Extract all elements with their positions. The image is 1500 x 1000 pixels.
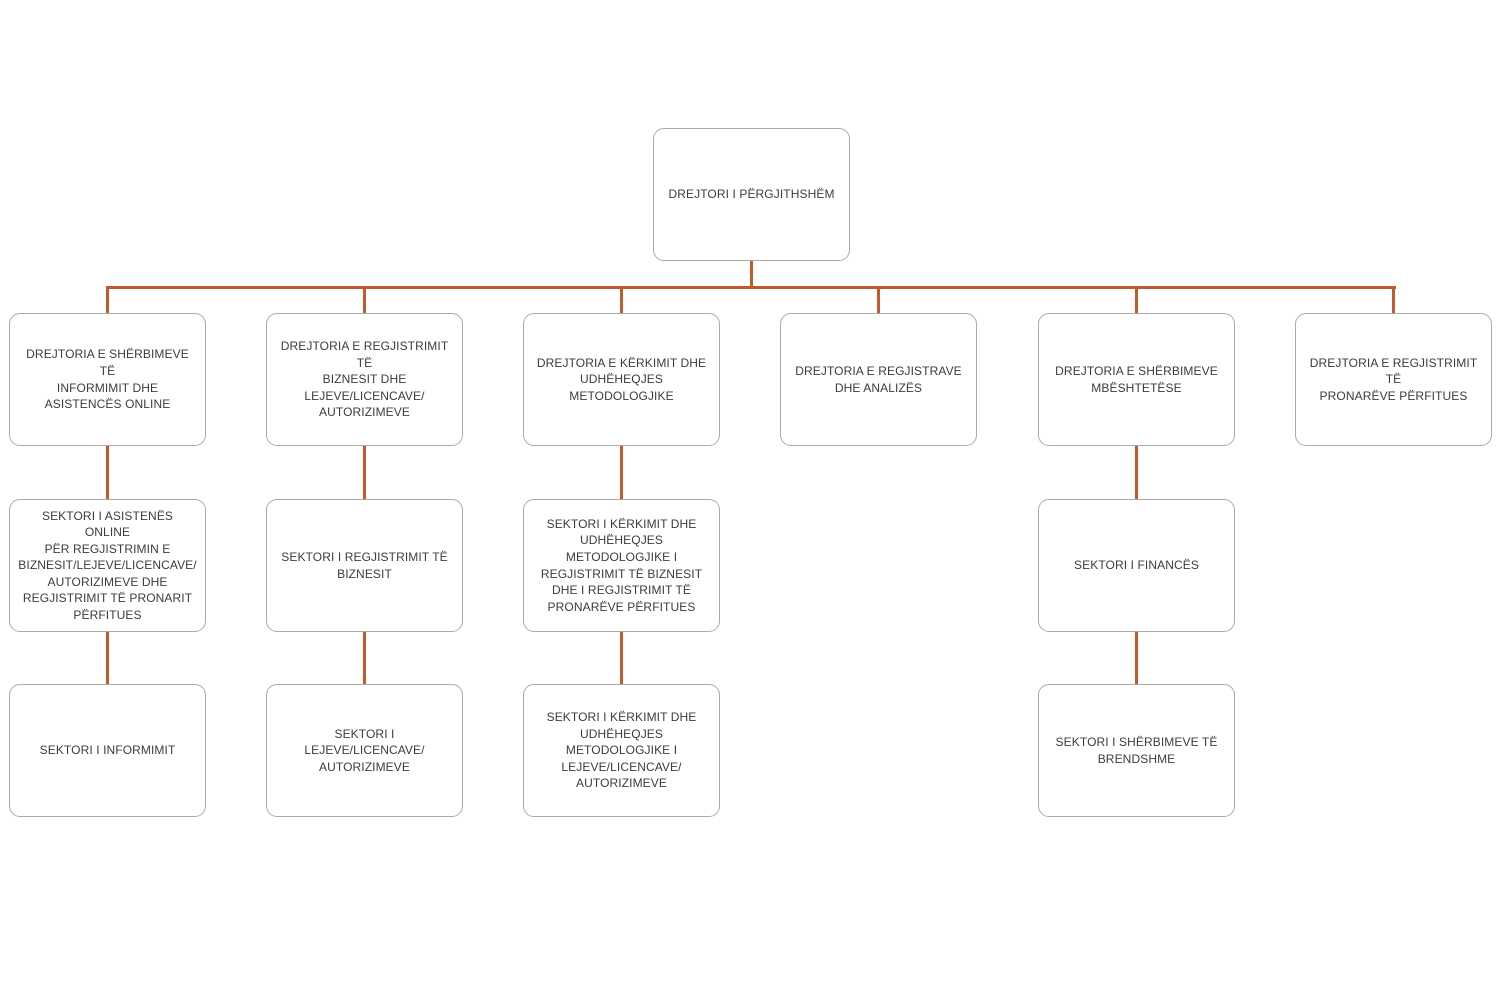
org-node-sector-1-1: SEKTORI I ASISTENËS ONLINE PËR REGJISTRI… [9,499,206,632]
org-node-directorate-4: DREJTORIA E REGJISTRAVE DHE ANALIZËS [780,313,977,446]
org-node-directorate-1: DREJTORIA E SHËRBIMEVE TË INFORMIMIT DHE… [9,313,206,446]
org-node-sector-5-2: SEKTORI I SHËRBIMEVE TË BRENDSHME [1038,684,1235,817]
connector-root-drop [750,261,753,287]
org-node-directorate-5: DREJTORIA E SHËRBIMEVE MBËSHTETËSE [1038,313,1235,446]
connector-col2-l3-l4 [363,632,366,684]
connector-col3-l2-l3 [620,446,623,499]
connector-col1-l2-l3 [106,446,109,499]
org-node-directorate-3: DREJTORIA E KËRKIMIT DHE UDHËHEQJES METO… [523,313,720,446]
connector-bus [106,286,1396,289]
connector-col5-l2-l3 [1135,446,1138,499]
org-node-sector-2-1: SEKTORI I REGJISTRIMIT TË BIZNESIT [266,499,463,632]
connector-drop-5 [1135,286,1138,313]
connector-col3-l3-l4 [620,632,623,684]
org-node-sector-3-1: SEKTORI I KËRKIMIT DHE UDHËHEQJES METODO… [523,499,720,632]
connector-drop-2 [363,286,366,313]
connector-col5-l3-l4 [1135,632,1138,684]
connector-drop-3 [620,286,623,313]
org-node-general-director: DREJTORI I PËRGJITHSHËM [653,128,850,261]
connector-drop-6 [1392,286,1395,313]
org-node-directorate-6: DREJTORIA E REGJISTRIMIT TË PRONARËVE PË… [1295,313,1492,446]
connector-drop-4 [877,286,880,313]
org-node-sector-3-2: SEKTORI I KËRKIMIT DHE UDHËHEQJES METODO… [523,684,720,817]
connector-col2-l2-l3 [363,446,366,499]
org-node-sector-2-2: SEKTORI I LEJEVE/LICENCAVE/ AUTORIZIMEVE [266,684,463,817]
org-node-sector-5-1: SEKTORI I FINANCËS [1038,499,1235,632]
connector-col1-l3-l4 [106,632,109,684]
org-node-directorate-2: DREJTORIA E REGJISTRIMIT TË BIZNESIT DHE… [266,313,463,446]
org-node-sector-1-2: SEKTORI I INFORMIMIT [9,684,206,817]
connector-drop-1 [106,286,109,313]
